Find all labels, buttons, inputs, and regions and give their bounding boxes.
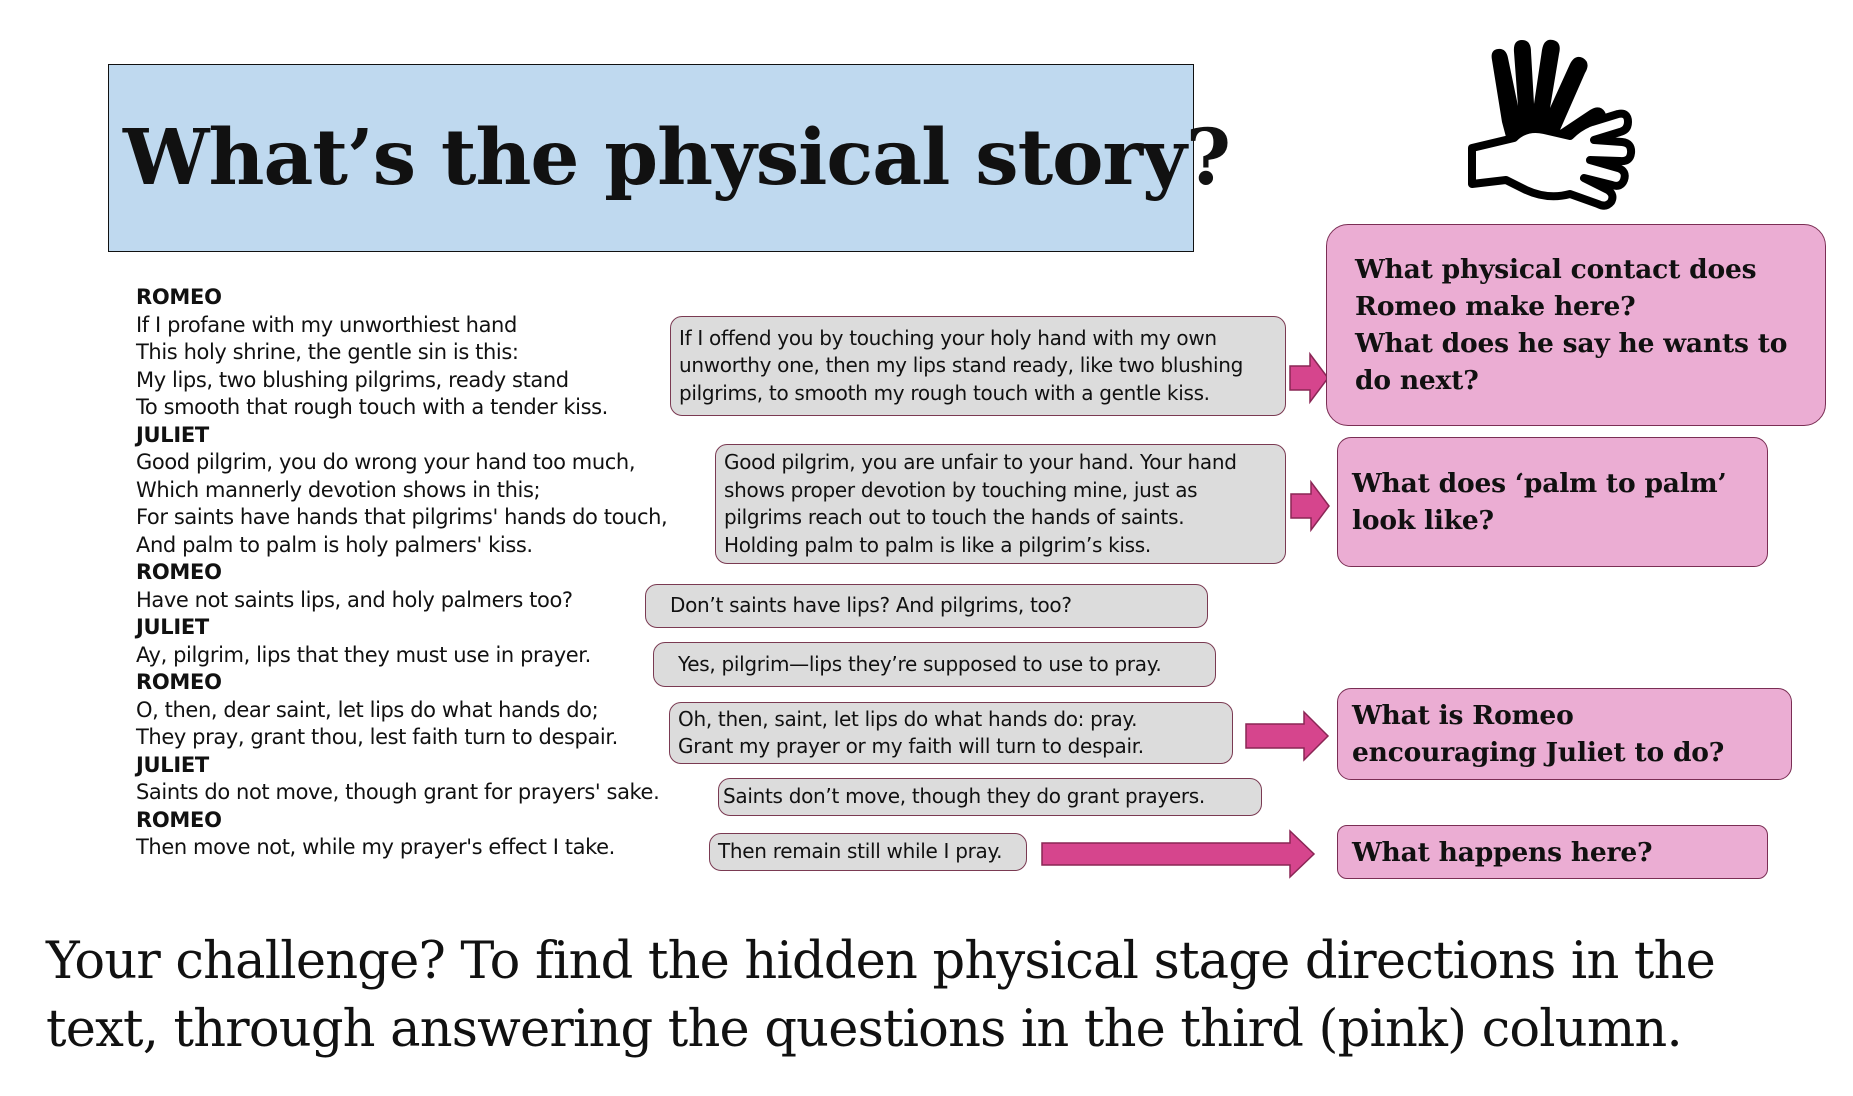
sign-language-hands-icon [1468, 39, 1636, 210]
question-line: What does he say he wants to [1355, 328, 1788, 359]
translation-line: shows proper devotion by touching mine, … [724, 477, 1198, 502]
translation-line: unworthy one, then my lips stand ready, … [679, 353, 1244, 378]
question-box-2: What does ‘palm to palm’ look like? [1337, 437, 1768, 567]
translation-box-4: Yes, pilgrim—lips they’re supposed to us… [653, 642, 1216, 687]
translation-box-2: Good pilgrim, you are unfair to your han… [715, 444, 1286, 564]
question-line: encouraging Juliet to do? [1352, 737, 1725, 768]
question-line: What happens here? [1352, 836, 1653, 868]
challenge-line: Your challenge? To find the hidden physi… [46, 932, 1716, 991]
translation-line: pilgrims, to smooth my rough touch with … [679, 380, 1210, 405]
translation-line: Oh, then, saint, let lips do what hands … [678, 706, 1138, 731]
question-line: What does ‘palm to palm’ [1352, 468, 1727, 499]
translation-line: Grant my prayer or my faith will turn to… [678, 734, 1144, 758]
translation-line: If I offend you by touching your holy ha… [679, 325, 1217, 350]
script-text: ROMEO If I profane with my unworthiest ha… [136, 284, 716, 862]
script-line: Have not saints lips, and holy palmers t… [136, 587, 573, 612]
speaker-name: JULIET [136, 422, 209, 447]
arrow-right-icon [1289, 351, 1329, 405]
arrow-right-icon [1245, 710, 1330, 762]
script-line: Which mannerly devotion shows in this; [136, 477, 541, 502]
speaker-name: ROMEO [136, 807, 222, 832]
speaker-name: ROMEO [136, 670, 222, 694]
arrow-right-icon [1290, 479, 1330, 533]
script-line: Ay, pilgrim, lips that they must use in … [136, 642, 591, 667]
script-line: And palm to palm is holy palmers' kiss. [136, 532, 533, 557]
script-line: If I profane with my unworthiest hand [136, 312, 517, 337]
translation-line: pilgrims reach out to touch the hands of… [724, 505, 1185, 529]
translation-box-5: Oh, then, saint, let lips do what hands … [669, 702, 1233, 764]
question-line: Romeo make here? [1355, 291, 1636, 322]
script-line: My lips, two blushing pilgrims, ready st… [136, 367, 569, 392]
question-line: look like? [1352, 505, 1494, 536]
translation-line: Don’t saints have lips? And pilgrims, to… [670, 593, 1072, 618]
speaker-name: JULIET [136, 752, 209, 777]
translation-line: Then remain still while I pray. [718, 839, 1003, 864]
question-line: do next? [1355, 365, 1479, 396]
question-line: What physical contact does [1355, 254, 1757, 285]
page-title: What’s the physical story? [123, 113, 1231, 203]
translation-box-7: Then remain still while I pray. [709, 833, 1027, 871]
script-line: They pray, grant thou, lest faith turn t… [136, 725, 618, 749]
translation-box-6: Saints don’t move, though they do grant … [718, 778, 1262, 816]
question-box-4: What happens here? [1337, 825, 1768, 879]
speaker-name: ROMEO [136, 560, 222, 584]
translation-line: Yes, pilgrim—lips they’re supposed to us… [678, 651, 1162, 676]
speaker-name: ROMEO [136, 285, 222, 309]
script-line: To smooth that rough touch with a tender… [136, 395, 608, 419]
translation-line: Good pilgrim, you are unfair to your han… [724, 450, 1237, 474]
script-line: This holy shrine, the gentle sin is this… [136, 340, 519, 364]
question-box-3: What is Romeo encouraging Juliet to do? [1337, 688, 1792, 780]
translation-box-1: If I offend you by touching your holy ha… [670, 316, 1286, 416]
script-line: O, then, dear saint, let lips do what ha… [136, 697, 599, 722]
script-line: Then move not, while my prayer's effect … [136, 835, 615, 859]
challenge-text: Your challenge? To find the hidden physi… [46, 928, 1846, 1064]
speaker-name: JULIET [136, 615, 209, 639]
question-box-1: What physical contact does Romeo make he… [1326, 224, 1826, 426]
script-line: For saints have hands that pilgrims' han… [136, 505, 668, 529]
translation-line: Saints don’t move, though they do grant … [723, 784, 1205, 809]
script-line: Saints do not move, though grant for pra… [136, 780, 660, 804]
arrow-right-icon [1041, 829, 1316, 879]
script-line: Good pilgrim, you do wrong your hand too… [136, 450, 636, 474]
challenge-line: text, through answering the questions in… [46, 1000, 1683, 1059]
question-line: What is Romeo [1352, 700, 1574, 731]
title-box: What’s the physical story? [108, 64, 1231, 252]
translation-line: Holding palm to palm is like a pilgrim’s… [724, 532, 1151, 557]
translation-box-3: Don’t saints have lips? And pilgrims, to… [645, 584, 1208, 628]
